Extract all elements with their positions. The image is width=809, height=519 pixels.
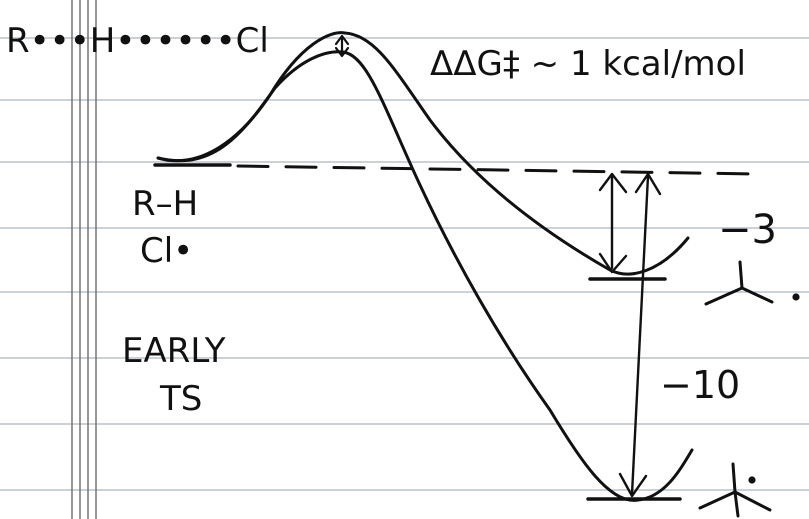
reactant-dashed-line: [236, 164, 762, 176]
reactant-label-cl: Cl•: [140, 231, 193, 271]
profile-curve-lower: [156, 50, 694, 502]
early-ts-label-line1: EARLY: [122, 331, 226, 371]
notebook-rules: [0, 37, 809, 491]
reactant-label-rh: R–H: [132, 184, 198, 224]
secondary-radical-structure: [704, 260, 800, 306]
delta-g-label: ΔΔG‡ ~ 1 kcal/mol: [430, 44, 746, 84]
tertiary-radical-structure: [698, 462, 772, 518]
ts-gap-arrow: [334, 34, 350, 58]
large-energy-arrow: [618, 172, 662, 498]
margin-lines: [71, 0, 97, 519]
small-energy-arrow: [598, 172, 628, 274]
energy-label-minus-3: −3: [718, 207, 777, 253]
energy-label-minus-10: −10: [660, 363, 740, 407]
ts-structure-label: R•••H••••••Cl: [6, 21, 269, 61]
early-ts-label-line2: TS: [159, 379, 202, 419]
